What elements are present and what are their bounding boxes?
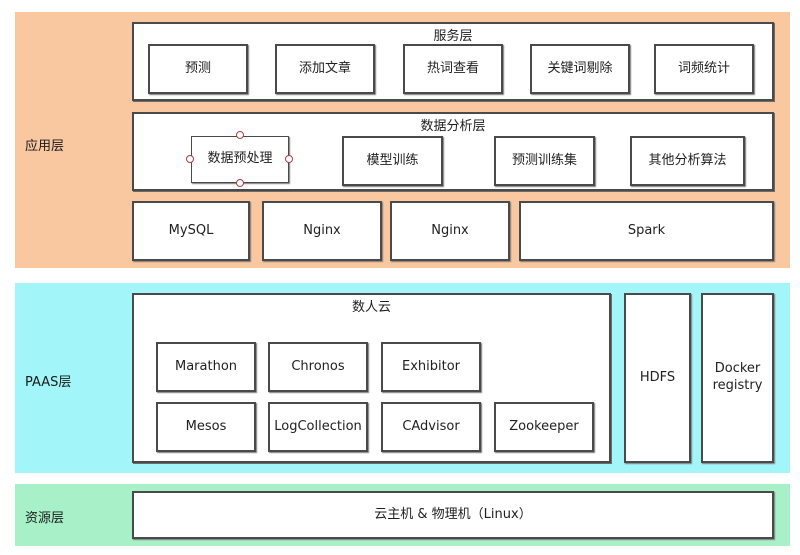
resource-layer-label: 资源层: [25, 511, 65, 526]
component-exhibitor: Exhibitor: [381, 342, 481, 392]
analysis-item-model-training: 模型训练: [342, 136, 443, 186]
selection-handle-left[interactable]: [186, 155, 194, 163]
component-marathon: Marathon: [156, 342, 256, 392]
component-zookeeper: Zookeeper: [494, 402, 594, 452]
application-layer-label: 应用层: [25, 139, 65, 154]
docker-registry: Docker registry: [701, 293, 774, 463]
service-layer-title: 服务层: [433, 29, 473, 44]
shurenyun-cloud-title: 数人云: [351, 300, 391, 315]
hdfs: HDFS: [624, 293, 691, 463]
service-item-word-frequency: 词频统计: [654, 44, 754, 94]
application-layer: 应用层 服务层 预测 添加文章 热词查看 关键词剔除 词频统计 数据分析层 数据…: [15, 12, 790, 268]
service-item-keyword-removal: 关键词剔除: [530, 44, 630, 94]
service-item-add-article: 添加文章: [275, 44, 375, 94]
analysis-layer: 数据分析层 数据预处理 模型训练 预测训练集 其他分析算法: [132, 112, 774, 191]
paas-layer: PAAS层 数人云 Marathon Chronos Exhibitor Mes…: [15, 283, 790, 473]
component-chronos: Chronos: [268, 342, 368, 392]
resource-layer: 资源层 云主机 & 物理机（Linux）: [15, 484, 790, 546]
storage-nginx-2: Nginx: [390, 201, 510, 261]
analysis-layer-title: 数据分析层: [420, 119, 486, 134]
component-logcollection: LogCollection: [268, 402, 368, 452]
service-item-predict: 预测: [148, 44, 248, 94]
selection-handle-bottom[interactable]: [236, 179, 244, 187]
paas-layer-label: PAAS层: [25, 375, 72, 390]
cloud-host-physical-machine: 云主机 & 物理机（Linux）: [132, 491, 774, 539]
storage-mysql: MySQL: [132, 201, 250, 261]
analysis-item-other-algorithms: 其他分析算法: [630, 136, 745, 186]
storage-nginx-1: Nginx: [262, 201, 382, 261]
service-layer: 服务层 预测 添加文章 热词查看 关键词剔除 词频统计: [132, 22, 774, 101]
analysis-item-preprocessing[interactable]: 数据预处理: [191, 136, 289, 183]
analysis-item-prediction-set: 预测训练集: [494, 136, 595, 186]
service-item-hot-words: 热词查看: [403, 44, 503, 94]
shurenyun-cloud: 数人云 Marathon Chronos Exhibitor Mesos Log…: [132, 293, 611, 463]
selection-handle-top[interactable]: [236, 131, 244, 139]
component-cadvisor: CAdvisor: [381, 402, 481, 452]
storage-spark: Spark: [519, 201, 774, 261]
selection-handle-right[interactable]: [285, 155, 293, 163]
component-mesos: Mesos: [156, 402, 256, 452]
